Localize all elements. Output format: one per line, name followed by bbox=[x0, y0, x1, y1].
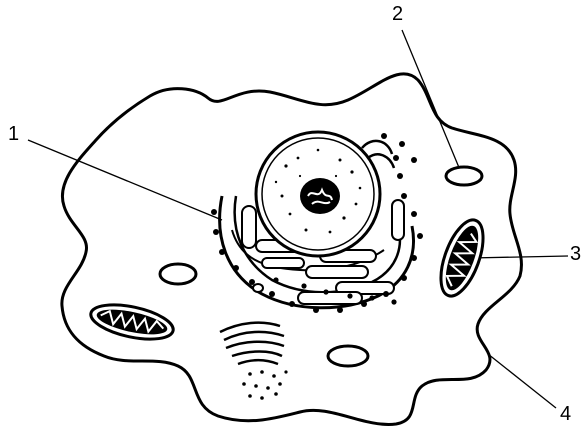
leader-line-4 bbox=[488, 354, 556, 408]
vesicle-bottom bbox=[328, 346, 368, 366]
label-1: 1 bbox=[8, 124, 19, 144]
label-3: 3 bbox=[570, 244, 581, 264]
vesicle-small bbox=[253, 284, 263, 292]
nucleolus bbox=[300, 178, 340, 214]
vesicle-left bbox=[160, 264, 196, 284]
vesicle-top-right bbox=[446, 167, 482, 185]
label-4: 4 bbox=[560, 404, 571, 424]
label-2: 2 bbox=[392, 4, 403, 24]
